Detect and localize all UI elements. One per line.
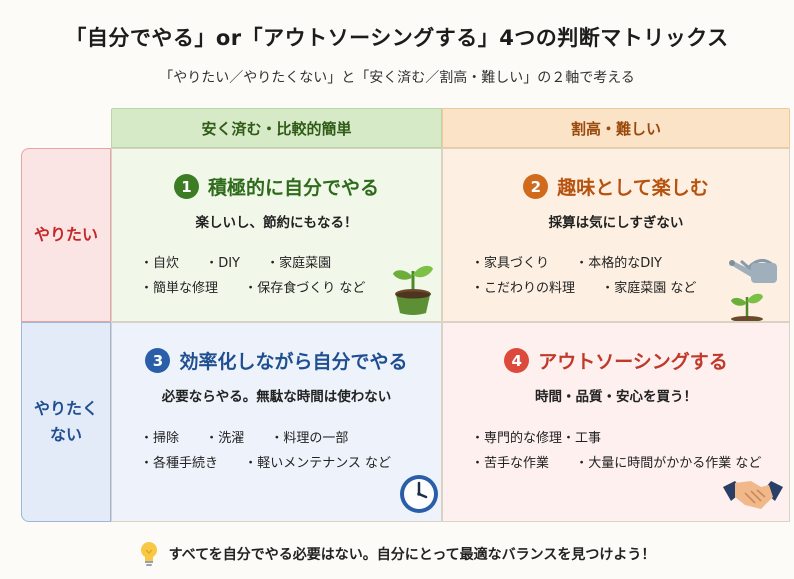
quadrant-3-items-row: 各種手続き 軽いメンテナンス など — [140, 451, 413, 476]
list-item: 自炊 — [140, 251, 179, 276]
quadrant-1-number: 1 — [173, 174, 199, 199]
row-header-not-want-line2: ない — [49, 425, 82, 444]
quadrant-1-title: 1 積極的に自分でやる — [112, 173, 441, 200]
footer-note: すべてを自分でやる必要はない。自分にとって最適なバランスを見つけよう！ — [0, 541, 794, 567]
quadrant-4-title: 4 アウトソーシングする — [443, 347, 789, 374]
quadrant-2-number: 2 — [523, 174, 549, 199]
quadrant-2-title-text: 趣味として楽しむ — [557, 177, 709, 199]
list-item: こだわりの料理 — [471, 276, 575, 301]
quadrant-4-number: 4 — [504, 348, 530, 373]
list-item: 簡単な修理 — [140, 276, 218, 301]
quadrant-2-items-row: こだわりの料理 家庭菜園 など — [471, 276, 718, 301]
list-item: DIY — [205, 251, 240, 276]
list-item: 家具づくり — [471, 251, 549, 276]
quadrant-3-subtitle: 必要ならやる。無駄な時間は使わない — [161, 389, 392, 405]
quadrant-4-subtitle: 時間・品質・安心を買う！ — [535, 389, 697, 405]
quadrant-1-items-row: 簡単な修理 保存食づくり など — [140, 276, 387, 301]
list-item: 家庭菜園 — [266, 251, 331, 276]
list-item: 家庭菜園 など — [601, 276, 696, 301]
quadrant-2-subtitle: 採算は気にしすぎない — [548, 215, 684, 231]
quadrant-2: 2 趣味として楽しむ 採算は気にしすぎない 家具づくり 本格的なDIY こだわり… — [442, 148, 790, 322]
watering-can-icon — [729, 259, 777, 321]
page-subtitle: 「やりたい／やりたくない」と「安く済む／割高・難しい」の２軸で考える — [159, 70, 635, 86]
column-header-costly: 割高・難しい — [442, 108, 790, 148]
quadrant-1: 1 積極的に自分でやる 楽しいし、節約にもなる！ 自炊 DIY 家庭菜園 簡単な… — [111, 148, 442, 322]
quadrant-1-subtitle: 楽しいし、節約にもなる！ — [195, 215, 358, 231]
quadrant-3: 3 効率化しながら自分でやる 必要ならやる。無駄な時間は使わない 掃除 洗濯 料… — [111, 322, 442, 522]
column-header-cheap: 安く済む・比較的簡単 — [111, 108, 442, 148]
row-header-want: やりたい — [21, 148, 111, 322]
list-item: 本格的なDIY — [575, 251, 662, 276]
clock-icon — [400, 475, 438, 513]
list-item: 料理の一部 — [270, 426, 348, 451]
quadrant-1-items-row: 自炊 DIY 家庭菜園 — [140, 251, 387, 276]
quadrant-3-items: 掃除 洗濯 料理の一部 各種手続き 軽いメンテナンス など — [140, 426, 413, 476]
list-item: 大量に時間がかかる作業 など — [575, 451, 761, 476]
quadrant-2-items-row: 家具づくり 本格的なDIY — [471, 251, 718, 276]
list-item: 専門的な修理・工事 — [471, 426, 601, 451]
list-item: 保存食づくり など — [244, 276, 365, 301]
lightbulb-icon — [140, 542, 157, 566]
row-header-not-want-line1: やりたく — [33, 399, 98, 419]
quadrant-4-items-row: 苦手な作業 大量に時間がかかる作業 など — [471, 451, 783, 476]
sprout-pot-icon — [393, 265, 433, 315]
quadrant-3-title: 3 効率化しながら自分でやる — [112, 347, 441, 374]
quadrant-2-items: 家具づくり 本格的なDIY こだわりの料理 家庭菜園 など — [471, 251, 718, 301]
quadrant-3-title-text: 効率化しながら自分でやる — [179, 351, 408, 373]
list-item: 軽いメンテナンス など — [244, 451, 391, 476]
list-item: 各種手続き — [140, 451, 218, 476]
quadrant-2-title: 2 趣味として楽しむ — [443, 173, 789, 200]
quadrant-3-number: 3 — [145, 348, 171, 373]
quadrant-4-items: 専門的な修理・工事 苦手な作業 大量に時間がかかる作業 など — [471, 426, 783, 476]
list-item: 苦手な作業 — [471, 451, 549, 476]
quadrant-4-title-text: アウトソーシングする — [538, 351, 728, 373]
list-item: 掃除 — [140, 426, 179, 451]
quadrant-4-items-row: 専門的な修理・工事 — [471, 426, 783, 451]
footer-text: すべてを自分でやる必要はない。自分にとって最適なバランスを見つけよう！ — [168, 547, 656, 563]
page-title: 「自分でやる」or「アウトソーシングする」4つの判断マトリックス — [65, 26, 729, 50]
quadrant-1-items: 自炊 DIY 家庭菜園 簡単な修理 保存食づくり など — [140, 251, 387, 301]
handshake-icon — [723, 481, 783, 509]
quadrant-4: 4 アウトソーシングする 時間・品質・安心を買う！ 専門的な修理・工事 苦手な作… — [442, 322, 790, 522]
row-header-not-want: やりたく ない — [21, 322, 111, 522]
list-item: 洗濯 — [205, 426, 244, 451]
quadrant-3-items-row: 掃除 洗濯 料理の一部 — [140, 426, 413, 451]
row-header-want-label: やりたい — [33, 225, 98, 245]
quadrant-1-title-text: 積極的に自分でやる — [207, 177, 379, 199]
